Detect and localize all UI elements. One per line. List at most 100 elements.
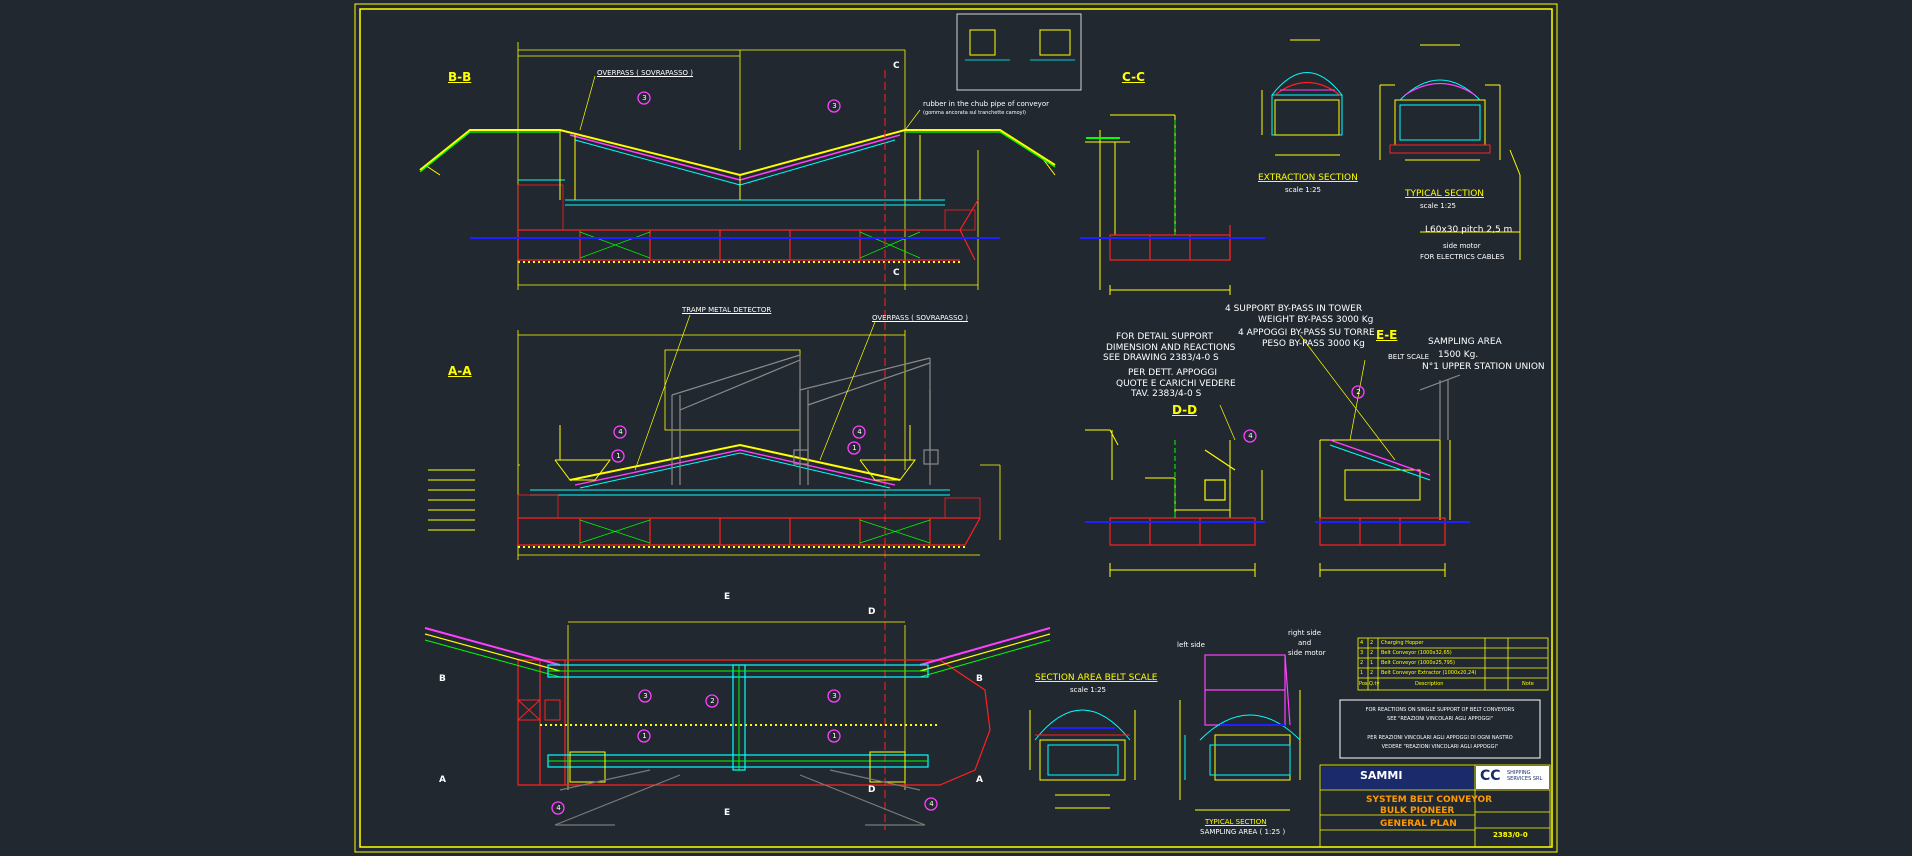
- belt-scale-section: [1029, 709, 1136, 809]
- note-cable-tray: L60x30 pitch 2,5 m: [1425, 225, 1513, 235]
- note-right-side-2: and: [1298, 639, 1312, 647]
- extraction-section: [1261, 39, 1343, 156]
- bom-qty: 1: [1370, 660, 1374, 666]
- note-belt-scale: BELT SCALE: [1388, 353, 1430, 361]
- marker-a-right: A: [976, 775, 983, 785]
- note-sampling-area: SAMPLING AREA: [1428, 337, 1502, 347]
- callout-number: 2: [710, 697, 715, 705]
- bom-desc: Belt Conveyor (1000x25,795): [1381, 660, 1455, 666]
- callout-number: 4: [1248, 432, 1253, 440]
- marker-d-top: D: [868, 607, 876, 617]
- marker-a-left: A: [439, 775, 446, 785]
- reactions-it-1: PER REAZIONI VINCOLARI AGLI APPOGGI DI O…: [1367, 735, 1513, 741]
- extraction-section-scale: scale 1:25: [1285, 186, 1321, 194]
- callout-number: 1: [852, 444, 857, 452]
- bom-header-pos: Pos.: [1359, 681, 1370, 687]
- note-electrics: FOR ELECTRICS CABLES: [1420, 253, 1505, 261]
- note-rubber-it: (gomma ancorata sul tranchette camoyl): [923, 110, 1026, 116]
- callout-number: 3: [642, 94, 647, 102]
- section-dd: [1085, 429, 1265, 577]
- callout-number: 4: [556, 804, 561, 812]
- marker-c-top: C: [893, 61, 900, 71]
- note-dett-3: TAV. 2383/4-0 S: [1131, 389, 1202, 399]
- note-detail-2: DIMENSION AND REACTIONS: [1106, 343, 1236, 353]
- bom-pos: 1: [1360, 670, 1364, 676]
- bom-pos: 4: [1360, 640, 1364, 646]
- marker-e-top: E: [724, 592, 731, 602]
- bom-desc: Belt Conveyor Extractor (1000x20,24): [1381, 670, 1477, 676]
- callout-number: 4: [618, 428, 623, 436]
- bom-desc: Charging Hopper: [1381, 640, 1424, 646]
- section-title-bb: B-B: [448, 70, 472, 84]
- callout-number: 4: [857, 428, 862, 436]
- note-right-side-1: right side: [1288, 629, 1322, 637]
- note-sampling-union: N°1 UPPER STATION UNION: [1422, 362, 1545, 372]
- sampling-area-bottom-title: SAMPLING AREA ( 1:25 ): [1200, 828, 1286, 836]
- callout-number: 2: [1356, 388, 1361, 396]
- note-sampling-weight: 1500 Kg.: [1438, 350, 1479, 360]
- note-appoggi-2: PESO BY-PASS 3000 Kg: [1262, 339, 1365, 349]
- note-detail-3: SEE DRAWING 2383/4-0 S: [1103, 353, 1219, 363]
- note-overpass-bb: OVERPASS ( SOVRAPASSO ): [597, 69, 693, 77]
- sampling-area-section: [1179, 654, 1301, 811]
- note-appoggi-1: 4 APPOGGI BY-PASS SU TORRE: [1238, 328, 1375, 338]
- marker-e-bottom: E: [724, 808, 731, 818]
- section-title-cc: C-C: [1122, 70, 1145, 84]
- bom-header-note: Note: [1522, 681, 1534, 687]
- typical-section-title: TYPICAL SECTION: [1405, 189, 1485, 199]
- note-dett-2: QUOTE E CARICHI VEDERE: [1116, 379, 1236, 389]
- client-logo: CC: [1480, 768, 1501, 784]
- client-subtitle: SHIPPING SERVICES SRL: [1507, 770, 1543, 782]
- section-title-dd: D-D: [1172, 403, 1198, 417]
- bom-header-desc: Description: [1415, 681, 1444, 687]
- bom-qty: 2: [1370, 670, 1374, 676]
- section-cc: [1080, 114, 1265, 295]
- belt-scale-section-title: SECTION AREA BELT SCALE: [1035, 673, 1158, 683]
- note-side-motor: side motor: [1443, 242, 1481, 250]
- reactions-it-2: VEDERE "REAZIONI VINCOLARI AGLI APPOGGI": [1381, 744, 1499, 750]
- extraction-section-title: EXTRACTION SECTION: [1258, 173, 1358, 183]
- note-left-side: left side: [1177, 641, 1205, 649]
- typical-section-bottom-title: TYPICAL SECTION: [1205, 818, 1267, 826]
- typical-section-scale: scale 1:25: [1420, 202, 1456, 210]
- bom-table: [1357, 637, 1549, 691]
- bom-header-qty: Q.ty: [1369, 681, 1380, 687]
- callout-number: 3: [643, 692, 648, 700]
- section-bb-elevation: [419, 42, 1056, 830]
- section-ee: [1315, 374, 1470, 577]
- leader-lines: [579, 75, 1396, 471]
- callout-circles: [551, 91, 1365, 815]
- title-line-3: GENERAL PLAN: [1380, 819, 1457, 829]
- reactions-en-1: FOR REACTIONS ON SINGLE SUPPORT OF BELT …: [1365, 707, 1515, 713]
- callout-number: 4: [929, 800, 934, 808]
- section-title-ee: E-E: [1376, 328, 1398, 342]
- reactions-en-2: SEE "REAZIONI VINCOLARI AGLI APPOGGI": [1387, 716, 1493, 722]
- marker-c-bottom: C: [893, 268, 900, 278]
- note-detail-1: FOR DETAIL SUPPORT: [1116, 332, 1213, 342]
- note-rubber: rubber in the chub pipe of conveyor: [923, 100, 1049, 108]
- detail-boxes: [956, 13, 1082, 91]
- callout-number: 1: [616, 452, 621, 460]
- sammi-logo-box: [1322, 767, 1474, 789]
- note-right-side-3: side motor: [1288, 649, 1326, 657]
- callout-number: 1: [832, 732, 837, 740]
- reactions-note-box: [1339, 699, 1541, 759]
- note-support-bypass-2: WEIGHT BY-PASS 3000 Kg: [1258, 315, 1374, 325]
- note-dett-1: PER DETT. APPOGGI: [1128, 368, 1218, 378]
- bom-pos: 2: [1360, 660, 1364, 666]
- bom-qty: 2: [1370, 650, 1374, 656]
- bom-desc: Belt Conveyor (1000x32,65): [1381, 650, 1452, 656]
- plan-view: [424, 621, 1051, 826]
- drawing-frame: [354, 3, 1558, 853]
- marker-b-right: B: [976, 674, 983, 684]
- title-line-1: SYSTEM BELT CONVEYOR: [1366, 795, 1493, 805]
- callout-number: 3: [832, 692, 837, 700]
- drawing-number: 2383/0-0: [1493, 831, 1528, 839]
- callout-number: 3: [832, 102, 837, 110]
- marker-d-bottom: D: [868, 785, 876, 795]
- belt-scale-section-scale: scale 1:25: [1070, 686, 1106, 694]
- note-support-bypass-1: 4 SUPPORT BY-PASS IN TOWER: [1225, 304, 1363, 314]
- typical-section-top: [1379, 44, 1521, 260]
- section-aa-elevation: [428, 330, 1001, 560]
